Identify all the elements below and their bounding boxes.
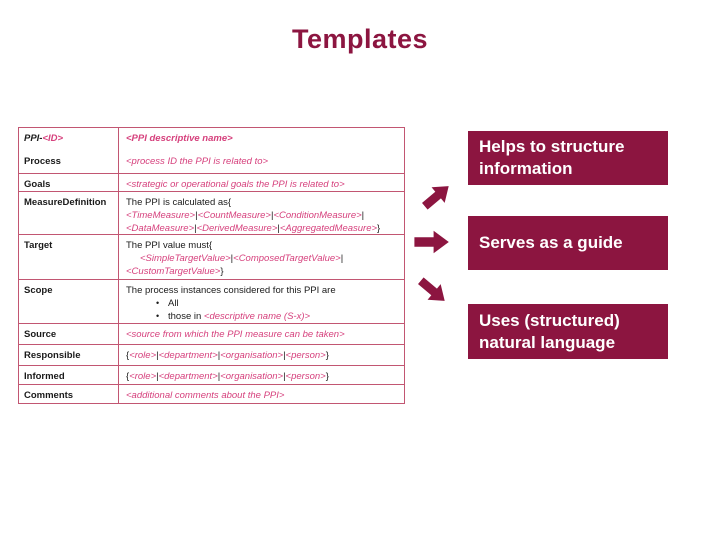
row-value: <source from which the PPI measure can b… [119,324,404,344]
row-value-line: <strategic or operational goals the PPI … [126,179,345,190]
table-row: PPI-<ID> <PPI descriptive name> [19,128,404,151]
row-value: The PPI value must{ <SimpleTargetValue>|<… [119,235,404,279]
callout-natural-language: Uses (structured) natural language [468,304,668,359]
row-value-line: {<role>|<department>|<organisation>|<per… [126,350,329,361]
table-row: Goals <strategic or operational goals the… [19,173,404,191]
arrow-icon-up-right [418,177,457,214]
ppi-table: PPI-<ID> <PPI descriptive name> Process <pr… [18,127,405,404]
row-label: PPI-<ID> [19,128,119,151]
callout-helps-structure: Helps to structure information [468,131,668,185]
row-value-line: <CustomTargetValue>} [126,266,224,277]
row-value: <process ID the PPI is related to> [119,151,404,173]
row-value-line: <SimpleTargetValue>|<ComposedTargetValue… [140,253,344,264]
table-row: Scope The process instances considered fo… [19,279,404,323]
row-value: The PPI is calculated as{ <TimeMeasure>|<… [119,192,404,234]
row-label: Goals [19,174,119,191]
row-value-line: {<role>|<department>|<organisation>|<per… [126,371,329,382]
row-value-line: All [126,297,400,310]
row-value-line: <DataMeasure>|<DerivedMeasure>|<Aggregat… [126,223,381,234]
page-title: Templates [291,24,429,54]
row-label: Process [19,151,119,173]
row-value-line: <PPI descriptive name> [126,133,233,144]
table-row: Process <process ID the PPI is related to… [19,151,404,173]
row-value-line: those in <descriptive name (S-x)> [126,310,400,323]
row-value: {<role>|<department>|<organisation>|<per… [119,345,404,365]
callout-serves-guide: Serves as a guide [468,216,668,270]
arrow-icon-right [414,230,450,254]
row-value: The process instances considered for thi… [119,280,404,323]
row-value: <additional comments about the PPI> [119,385,404,403]
row-value-line: <TimeMeasure>|<CountMeasure>|<ConditionM… [126,210,365,221]
table-row: Comments <additional comments about the P… [19,384,404,403]
row-label: Comments [19,385,119,403]
arrow-icon-down-right [414,272,453,309]
row-value-line: <additional comments about the PPI> [126,390,285,401]
row-label: MeasureDefinition [19,192,119,234]
callout-label: Serves as a guide [479,233,623,252]
table-row: Informed {<role>|<department>|<organisati… [19,365,404,384]
row-value: {<role>|<department>|<organisation>|<per… [119,366,404,384]
row-label: Scope [19,280,119,323]
row-value-line: The PPI value must{ [126,240,213,251]
row-value-line: The PPI is calculated as{ [126,197,232,208]
row-value-line: The process instances considered for thi… [126,285,336,296]
row-label: Target [19,235,119,279]
table-row: Source <source from which the PPI measure… [19,323,404,344]
row-label: Responsible [19,345,119,365]
table-row: Target The PPI value must{ <SimpleTargetVa… [19,234,404,279]
row-value: <PPI descriptive name> [119,128,404,151]
row-value-line: <source from which the PPI measure can b… [126,329,345,340]
callout-label: Uses (structured) natural language [479,310,620,352]
callout-label: Helps to structure information [479,137,625,178]
row-label: Informed [19,366,119,384]
table-row: Responsible {<role>|<department>|<organis… [19,344,404,365]
row-value: <strategic or operational goals the PPI … [119,174,404,191]
row-value-line: <process ID the PPI is related to> [126,156,269,167]
row-label: Source [19,324,119,344]
